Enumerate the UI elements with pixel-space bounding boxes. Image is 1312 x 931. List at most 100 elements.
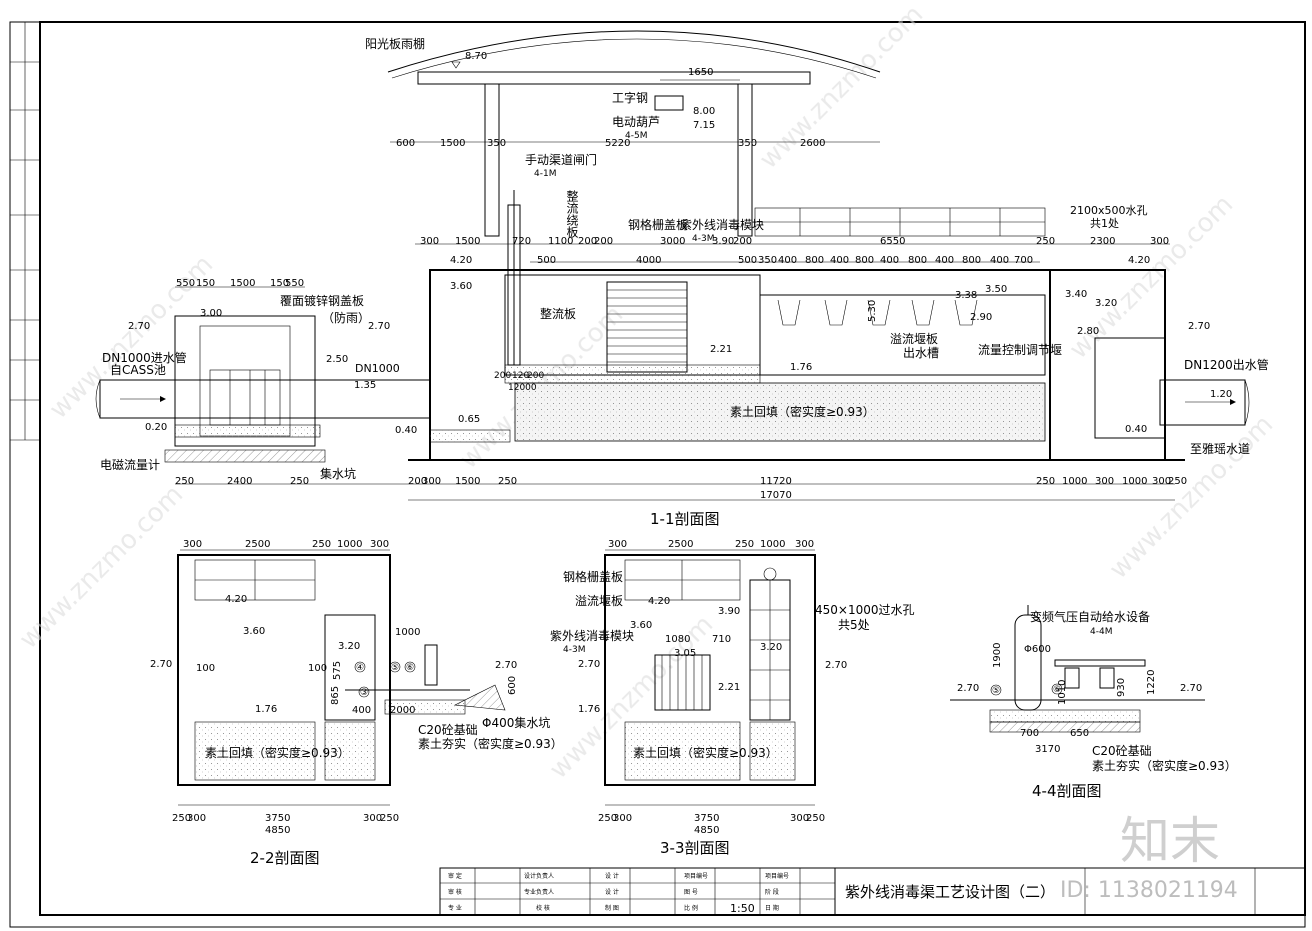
svg-text:1000: 1000: [1122, 476, 1147, 487]
sump-label: 集水坑: [320, 466, 356, 481]
svg-text:设 计: 设 计: [605, 888, 619, 896]
cover-label: 覆面镀锌钢盖板: [280, 294, 364, 308]
svg-text:www.znzmo.com: www.znzmo.com: [44, 250, 219, 425]
svg-text:400: 400: [935, 255, 954, 266]
svg-text:2.70: 2.70: [495, 660, 517, 671]
tank-2-2: [177, 554, 391, 786]
svg-text:设计负责人: 设计负责人: [524, 872, 554, 880]
section-4-4-title: 4-4剖面图: [1032, 782, 1102, 800]
svg-text:1000: 1000: [760, 539, 785, 550]
pump-4-4-b: [1099, 667, 1115, 689]
uv-lamps-3-3: [654, 654, 711, 711]
uv-3-3: 紫外线消毒模块: [550, 629, 634, 643]
svg-text:800: 800: [908, 255, 927, 266]
svg-text:校 核: 校 核: [536, 904, 550, 912]
svg-text:1900: 1900: [992, 643, 1003, 668]
svg-text:4-1M: 4-1M: [534, 169, 556, 179]
compact-4-4: 素土夯实（密实度≥0.93）: [1092, 758, 1237, 773]
canopy-beam: [417, 71, 811, 85]
svg-text:600: 600: [396, 138, 415, 149]
svg-text:3.20: 3.20: [1095, 298, 1117, 309]
svg-text:1.76: 1.76: [790, 362, 812, 373]
weir-label: 溢流堰板: [890, 332, 938, 346]
svg-text:0.40: 0.40: [1125, 424, 1147, 435]
i-beam-label: 工字钢: [612, 90, 648, 105]
svg-text:300: 300: [187, 813, 206, 824]
svg-text:2.70: 2.70: [150, 659, 172, 670]
svg-text:⑤: ⑤: [391, 663, 399, 673]
svg-text:300: 300: [608, 539, 627, 550]
svg-text:Φ600: Φ600: [1024, 644, 1051, 655]
svg-text:300: 300: [795, 539, 814, 550]
hole-label: 2100x500水孔: [1070, 204, 1148, 217]
svg-text:400: 400: [830, 255, 849, 266]
svg-text:300: 300: [363, 813, 382, 824]
svg-text:2.70: 2.70: [578, 659, 600, 670]
left-dims: 550 150 1500 150 550: [175, 278, 305, 289]
svg-text:4850: 4850: [265, 825, 290, 836]
svg-text:2300: 2300: [1090, 236, 1115, 247]
svg-text:0.40: 0.40: [395, 425, 417, 436]
weir-3-3: 溢流堰板: [575, 594, 623, 608]
svg-text:4-3M: 4-3M: [692, 234, 714, 244]
section-3-3: 300 2500 250 1000 300 钢格栅盖板 溢流堰板 紫外线消毒模块…: [550, 539, 915, 857]
svg-text:1080: 1080: [665, 634, 690, 645]
svg-text:7.15: 7.15: [693, 120, 715, 131]
total-dim: 17070: [760, 490, 792, 501]
svg-text:3170: 3170: [1035, 744, 1060, 755]
svg-text:150: 150: [196, 278, 215, 289]
svg-text:250: 250: [1036, 476, 1055, 487]
svg-text:200: 200: [408, 476, 427, 487]
svg-text:3.60: 3.60: [243, 626, 265, 637]
svg-text:400: 400: [880, 255, 899, 266]
section-1-1-title: 1-1剖面图: [650, 510, 720, 528]
hoist-icon: [654, 95, 684, 111]
svg-text:250: 250: [598, 813, 617, 824]
svg-text:3.60: 3.60: [450, 281, 472, 292]
pump-2-2: [424, 644, 438, 686]
svg-text:3.20: 3.20: [760, 642, 782, 653]
section-3-3-title: 3-3剖面图: [660, 839, 730, 857]
pump-4-4-a: [1064, 667, 1080, 689]
svg-text:350: 350: [758, 255, 777, 266]
svg-text:1000: 1000: [1062, 476, 1087, 487]
svg-text:2.70: 2.70: [128, 321, 150, 332]
svg-text:250: 250: [498, 476, 517, 487]
svg-text:250: 250: [1168, 476, 1187, 487]
svg-text:3.60: 3.60: [630, 620, 652, 631]
sheet-frame: [9, 21, 1306, 928]
canopy-label: 阳光板雨棚: [365, 36, 425, 51]
inlet-pipe: [99, 379, 431, 419]
svg-text:阶 段: 阶 段: [765, 888, 779, 896]
svg-text:600: 600: [507, 676, 518, 695]
section-1-1: 阳光板雨棚 8.70 1650 工字钢 8.00 7.15 电动葫芦 4-5M …: [95, 30, 1269, 528]
outlet-label: DN1200出水管: [1184, 357, 1269, 372]
to-river-label: 至雅瑶水道: [1190, 441, 1250, 456]
grating-3-3: 钢格栅盖板: [563, 569, 623, 584]
svg-text:2.70: 2.70: [1188, 321, 1210, 332]
svg-text:800: 800: [962, 255, 981, 266]
svg-text:700: 700: [1014, 255, 1033, 266]
svg-text:710: 710: [712, 634, 731, 645]
svg-text:300: 300: [370, 539, 389, 550]
svg-text:4-5M: 4-5M: [625, 131, 647, 141]
svg-text:300: 300: [1095, 476, 1114, 487]
inlet-label: DN1000进水管: [102, 350, 187, 365]
svg-text:2.70: 2.70: [957, 683, 979, 694]
svg-text:2500: 2500: [245, 539, 270, 550]
svg-text:250: 250: [312, 539, 331, 550]
hoist-label: 电动葫芦: [612, 115, 660, 129]
outlet-trough-label: 出水槽: [903, 346, 939, 360]
svg-text:1500: 1500: [230, 278, 255, 289]
flow-weir-label: 流量控制调节堰: [978, 343, 1062, 357]
svg-text:2400: 2400: [227, 476, 252, 487]
svg-text:5220: 5220: [605, 138, 630, 149]
svg-text:930: 930: [1116, 678, 1127, 697]
svg-text:200: 200: [527, 371, 544, 381]
svg-text:800: 800: [805, 255, 824, 266]
svg-text:400: 400: [352, 705, 371, 716]
svg-text:120: 120: [512, 371, 529, 381]
svg-text:8.00: 8.00: [693, 106, 715, 117]
svg-text:300: 300: [613, 813, 632, 824]
